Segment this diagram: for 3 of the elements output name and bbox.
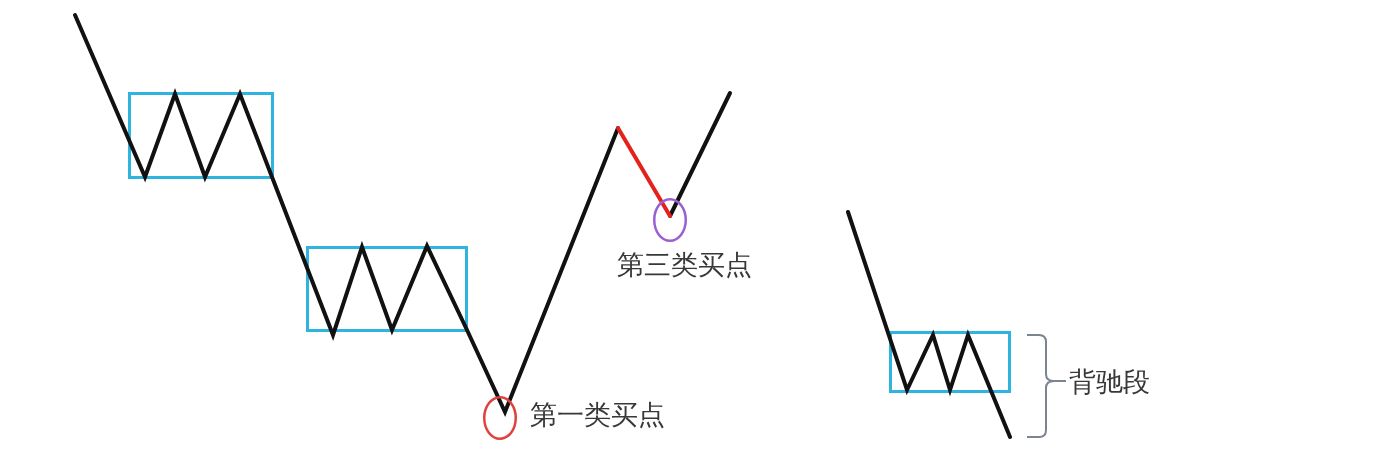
segment-label: 背驰段 bbox=[1069, 365, 1150, 399]
buy-point-label: 第三类买点 bbox=[617, 248, 752, 282]
buy-point-label: 第一类买点 bbox=[530, 398, 665, 432]
